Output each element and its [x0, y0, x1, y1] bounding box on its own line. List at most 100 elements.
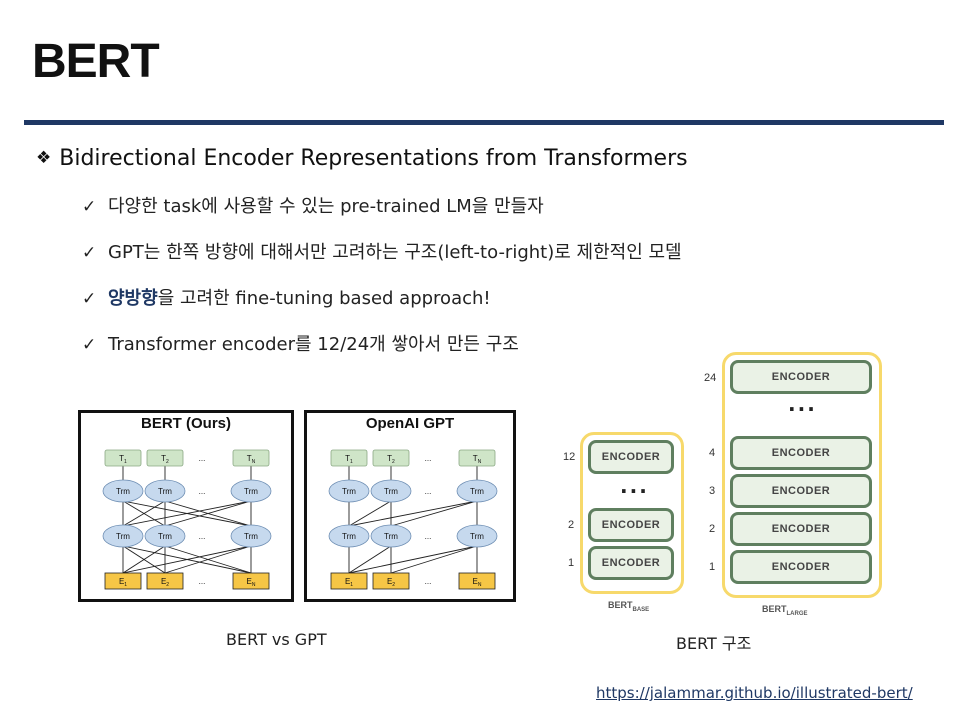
encoder-block: ENCODER	[588, 440, 674, 474]
main-heading: ❖ Bidirectional Encoder Representations f…	[36, 146, 688, 171]
transformer-node-label: Trm	[470, 532, 484, 541]
transformer-node	[102, 524, 144, 548]
bullet-item: ✓GPT는 한쪽 방향에 대해서만 고려하는 구조(left-to-right)…	[82, 240, 682, 286]
network-edge	[348, 500, 478, 527]
transformer-node-label: Trm	[342, 532, 356, 541]
transformer-node-label: Trm	[116, 532, 130, 541]
gpt-diagram-title: OpenAI GPT	[365, 415, 455, 432]
output-token-node	[372, 449, 410, 467]
input-embedding-node	[372, 572, 410, 590]
checkmark-icon: ✓	[82, 197, 97, 217]
input-embedding-label: E1	[119, 577, 127, 588]
input-embedding-node	[330, 572, 368, 590]
network-edge	[348, 545, 478, 574]
network-edge	[348, 545, 392, 574]
bert-diagram-title: BERT (Ours)	[141, 415, 231, 432]
heading-text: Bidirectional Encoder Representations fr…	[59, 146, 688, 171]
transformer-node	[144, 479, 186, 503]
bullet-highlight: 양방향	[108, 288, 158, 309]
transformer-node	[456, 524, 498, 548]
network-edge	[122, 500, 252, 527]
caption-bert-vs-gpt: BERT vs GPT	[226, 630, 327, 649]
output-token-label: TN	[473, 454, 482, 465]
bullet-text: 다양한 task에 사용할 수 있는 pre-trained LM을 만들자	[108, 196, 544, 217]
encoder-block: ENCODER	[730, 474, 872, 508]
bert-large-label: BERTLARGE	[762, 604, 808, 617]
output-token-label: T1	[345, 454, 353, 465]
output-token-node	[146, 449, 184, 467]
bullet-item: ✓양방향을 고려한 fine-tuning based approach!	[82, 286, 682, 332]
transformer-node	[102, 479, 144, 503]
network-edge	[164, 545, 252, 574]
transformer-node-label: Trm	[470, 487, 484, 496]
transformer-node-label: Trm	[116, 487, 130, 496]
transformer-node	[230, 479, 272, 503]
checkmark-icon: ✓	[82, 335, 97, 355]
bullet-item: ✓ Transformer encoder를 12/24개 쌓아서 만든 구조	[82, 332, 682, 378]
ellipsis: ...	[199, 532, 206, 541]
network-edge	[122, 500, 166, 527]
input-embedding-label: EN	[473, 577, 482, 588]
transformer-node-label: Trm	[158, 532, 172, 541]
source-link[interactable]: https://jalammar.github.io/illustrated-b…	[596, 684, 913, 702]
transformer-node-label: Trm	[384, 532, 398, 541]
encoder-block: ENCODER	[730, 360, 872, 394]
transformer-node-label: Trm	[158, 487, 172, 496]
output-token-label: T2	[161, 454, 169, 465]
bullet-text: Transformer encoder를 12/24개 쌓아서 만든 구조	[108, 334, 519, 355]
input-embedding-label: E2	[387, 577, 395, 588]
layer-number: 2	[709, 523, 716, 535]
network-edge	[390, 500, 478, 527]
input-embedding-node	[104, 572, 142, 590]
transformer-node-label: Trm	[384, 487, 398, 496]
layer-number: 12	[563, 451, 576, 463]
output-token-node	[232, 449, 270, 467]
transformer-node	[144, 524, 186, 548]
encoder-block: ENCODER	[730, 550, 872, 584]
transformer-node-label: Trm	[342, 487, 356, 496]
bullet-text: 을 고려한 fine-tuning based approach!	[157, 288, 491, 309]
diamond-bullet-icon: ❖	[36, 148, 52, 168]
bullet-item: ✓ 다양한 task에 사용할 수 있는 pre-trained LM을 만들자	[82, 194, 682, 240]
transformer-node	[328, 479, 370, 503]
input-embedding-node	[146, 572, 184, 590]
transformer-node	[328, 524, 370, 548]
transformer-node	[230, 524, 272, 548]
output-token-label: T1	[119, 454, 127, 465]
ellipsis: ...	[425, 577, 432, 586]
output-token-node	[104, 449, 142, 467]
ellipsis: ...	[788, 392, 817, 416]
slide-title: BERT	[32, 35, 160, 88]
layer-number: 1	[709, 561, 716, 573]
encoder-block: ENCODER	[730, 512, 872, 546]
network-edge	[122, 545, 166, 574]
output-token-label: T2	[387, 454, 395, 465]
layer-number: 2	[568, 519, 575, 531]
bert-base-label: BERTBASE	[608, 600, 650, 613]
encoder-block: ENCODER	[730, 436, 872, 470]
ellipsis: ...	[199, 577, 206, 586]
ellipsis: ...	[425, 487, 432, 496]
transformer-node-label: Trm	[244, 532, 258, 541]
network-edge	[348, 500, 392, 527]
input-embedding-label: E1	[345, 577, 353, 588]
input-embedding-label: E2	[161, 577, 169, 588]
network-edge	[390, 545, 478, 574]
checkmark-icon: ✓	[82, 243, 97, 263]
output-token-node	[330, 449, 368, 467]
encoder-block: ENCODER	[588, 546, 674, 580]
ellipsis: ...	[620, 474, 649, 498]
input-embedding-label: EN	[247, 577, 256, 588]
output-token-node	[458, 449, 496, 467]
caption-bert-structure: BERT 구조	[676, 634, 752, 653]
input-embedding-node	[232, 572, 270, 590]
transformer-node	[370, 479, 412, 503]
network-edge	[122, 545, 252, 574]
input-embedding-node	[458, 572, 496, 590]
transformer-node	[456, 479, 498, 503]
ellipsis: ...	[425, 532, 432, 541]
